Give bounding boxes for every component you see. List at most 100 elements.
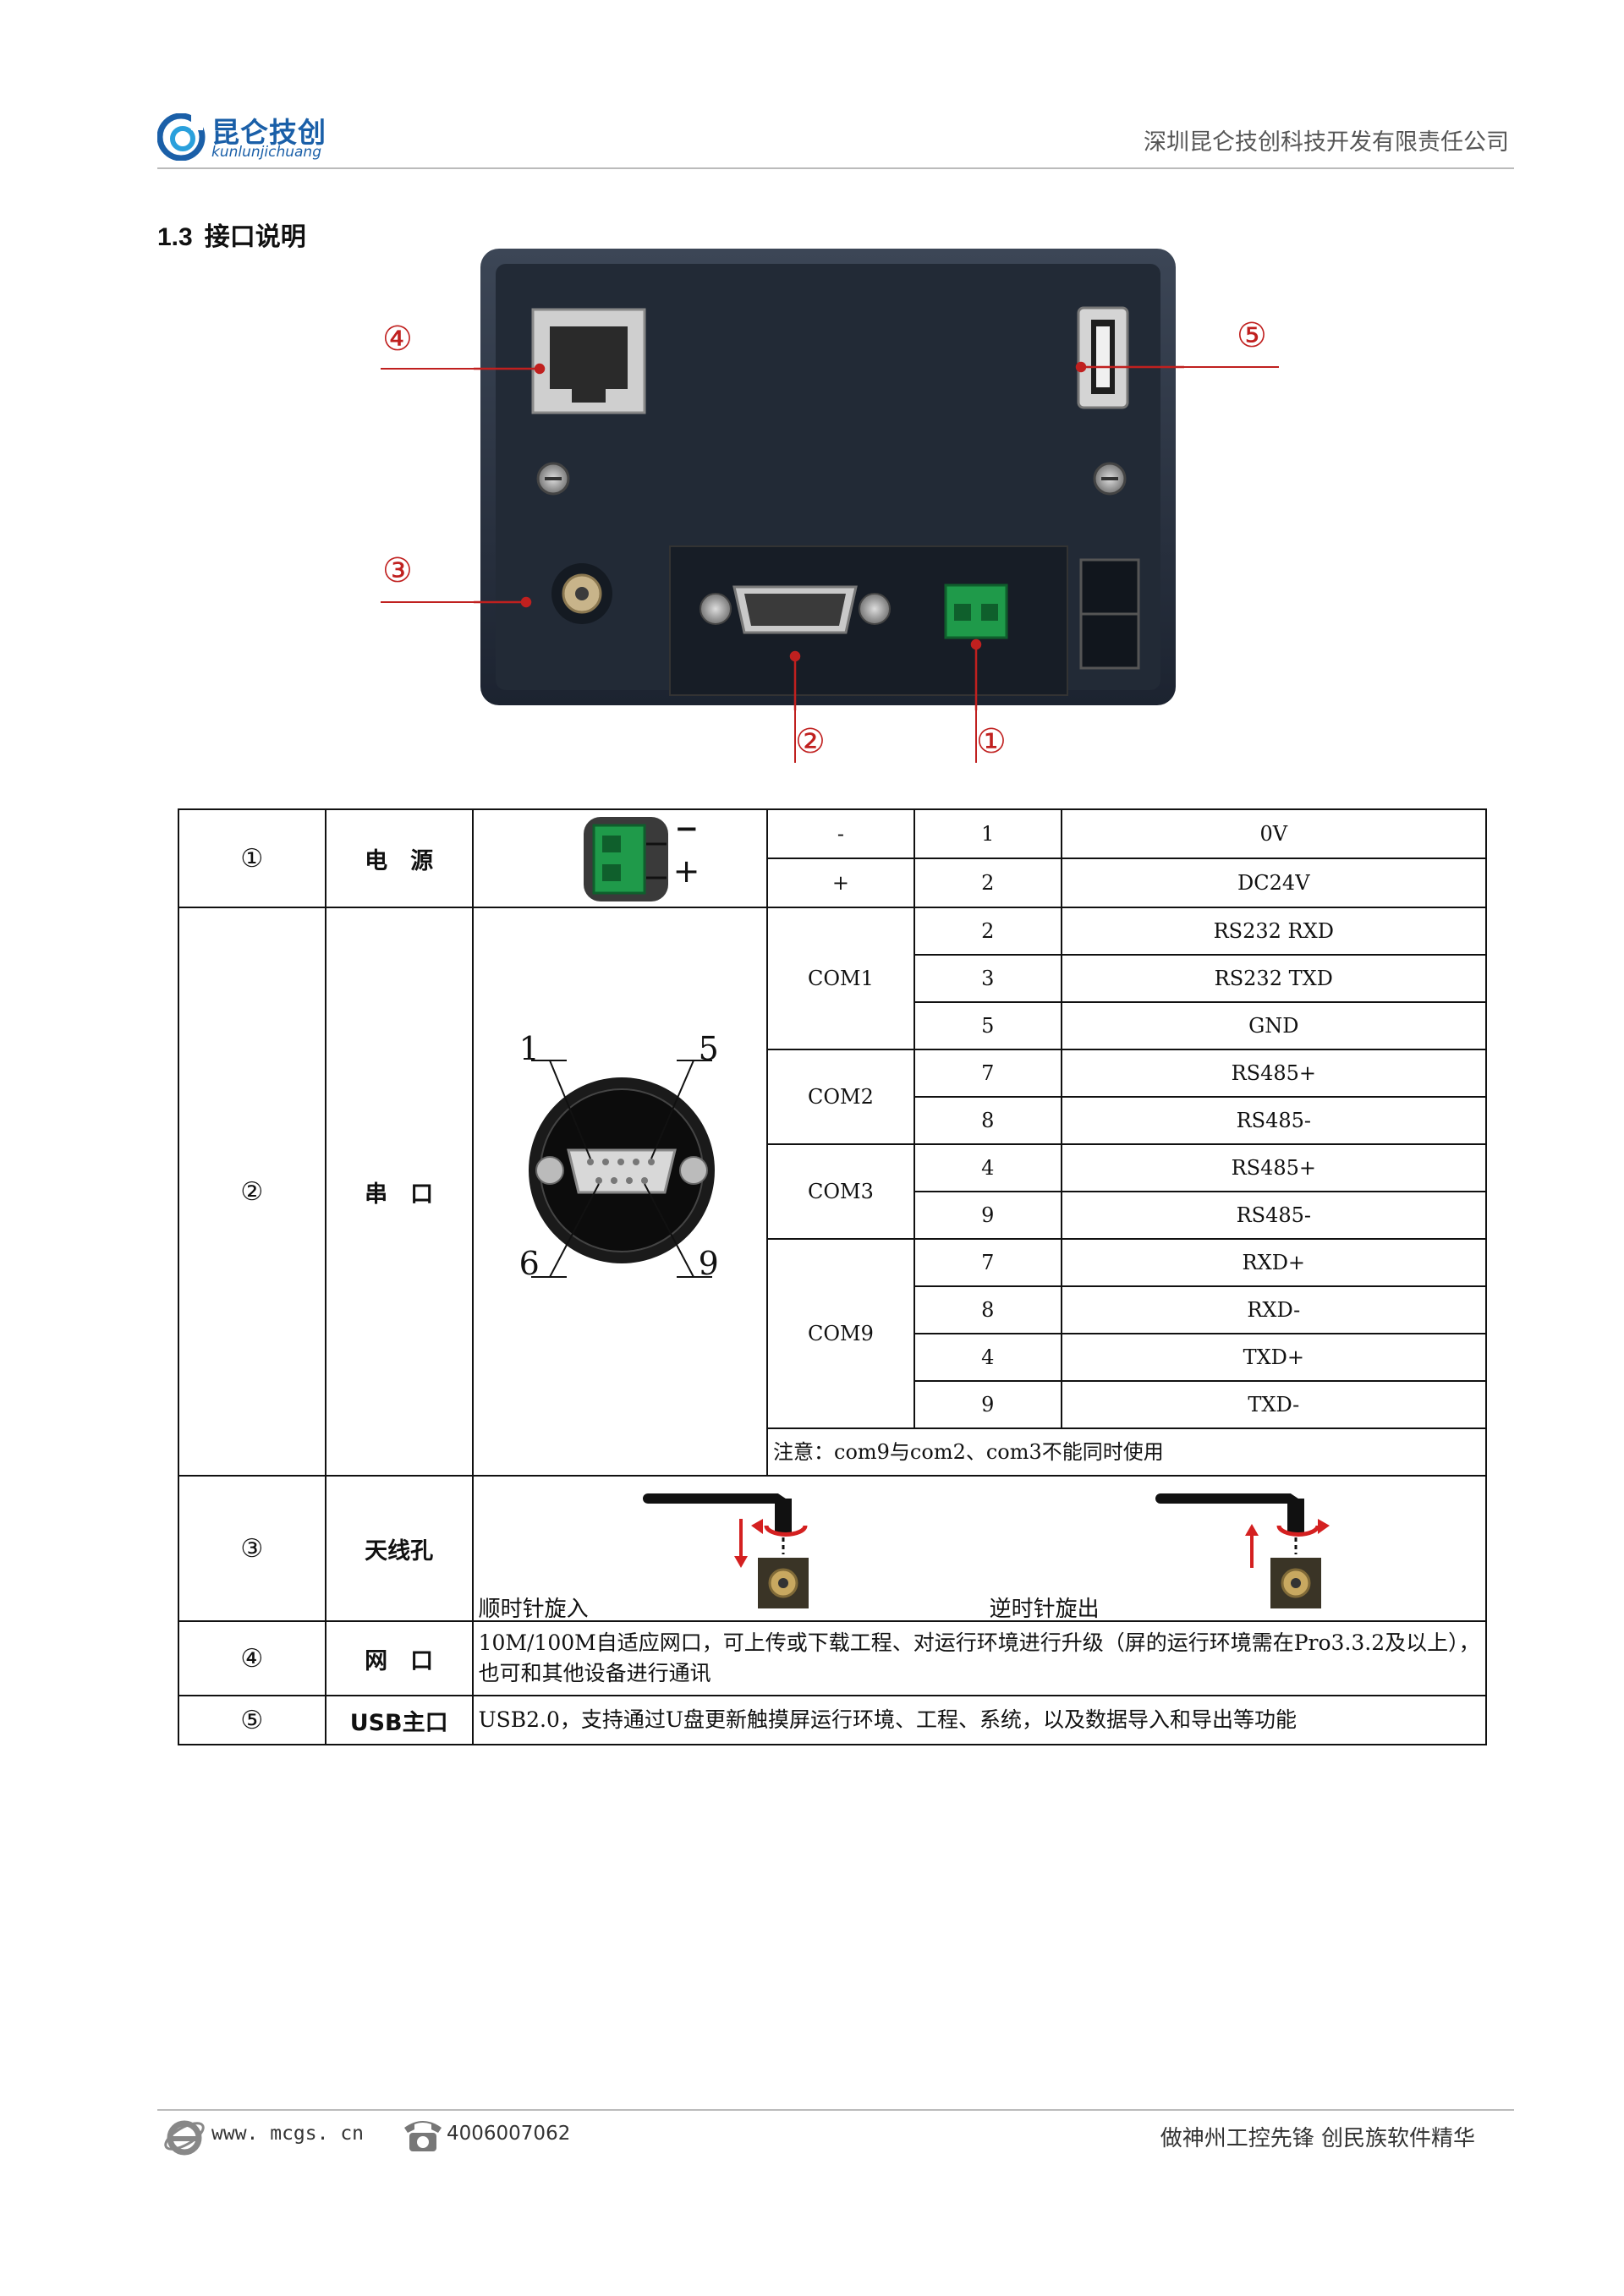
antenna-remove-caption: 逆时针旋出 [989, 1597, 1100, 1622]
com1-pin: 2 [913, 907, 1062, 956]
com9-signal: TXD- [1060, 1380, 1488, 1429]
com9-label: COM9 [766, 1238, 915, 1429]
company-name: 深圳昆仑技创科技开发有限责任公司 [1144, 129, 1509, 156]
usb-label: USB主口 [324, 1695, 474, 1745]
serial-row: ② 串 口 1 5 6 [178, 907, 1488, 1477]
power-row-1: ① 电 源 − + - 1 0V [178, 808, 1488, 908]
serial-row: COM9 7 RXD+ [178, 1238, 1488, 1429]
com1-signal: RS232 RXD [1060, 907, 1488, 956]
callout-line-1 [975, 710, 977, 763]
power-row-2: + 2 DC24V [178, 858, 1488, 908]
antenna-illustration-cell: 顺时针旋入 逆时针旋出 [471, 1475, 1488, 1622]
antenna-row: ③ 天线孔 [178, 1475, 1488, 1622]
com1-signal: GND [1060, 1001, 1488, 1050]
callout-line-5 [1184, 366, 1279, 368]
ie-browser-icon [164, 2120, 205, 2156]
serial-row: 9 TXD- [178, 1380, 1488, 1429]
power-pin-1: 1 [913, 808, 1062, 859]
antenna-label: 天线孔 [324, 1475, 474, 1622]
com3-signal: RS485- [1060, 1191, 1488, 1240]
callout-line-3 [381, 601, 474, 603]
com9-pin: 4 [913, 1333, 1062, 1382]
com2-label: COM2 [766, 1049, 915, 1145]
section-heading: 接口说明 [204, 222, 306, 252]
com1-label: COM1 [766, 907, 915, 1050]
serial-row: 9 RS485- [178, 1191, 1488, 1240]
com9-signal: RXD- [1060, 1285, 1488, 1334]
com3-pin: 9 [913, 1191, 1062, 1240]
antenna-install-icon [642, 1493, 809, 1608]
pin-label-5: 5 [698, 1030, 719, 1067]
antenna-index: ③ [178, 1475, 326, 1622]
com2-pin: 8 [913, 1096, 1062, 1145]
footer-slogan: 做神州工控先锋 创民族软件精华 [1160, 2126, 1475, 2151]
footer-phone: 4006007062 [447, 2123, 571, 2145]
section-number: 1.3 [157, 223, 193, 251]
network-desc: 10M/100M自适应网口，可上传或下载工程、对运行环境进行升级（屏的运行环境需… [471, 1620, 1488, 1696]
section-title: 1.3 接口说明 [157, 216, 306, 253]
com2-signal: RS485+ [1060, 1049, 1488, 1098]
callout-line-4 [381, 368, 474, 370]
com2-signal: RS485- [1060, 1096, 1488, 1145]
logo-text-en: kunlunjichuang [211, 144, 321, 161]
db9-port-icon [700, 585, 891, 634]
serial-note-row: 注意：com9与com2、com3不能同时使用 [178, 1427, 1487, 1477]
footer-divider [157, 2109, 1514, 2111]
serial-row: 8 RS485- [178, 1096, 1488, 1145]
logo-text-cn: 昆仑技创 [211, 116, 326, 149]
pin-label-1: 1 [518, 1030, 540, 1067]
serial-row: 4 TXD+ [178, 1333, 1488, 1382]
antenna-install-caption: 顺时针旋入 [478, 1597, 589, 1622]
network-row: ④ 网 口 10M/100M自适应网口，可上传或下载工程、对运行环境进行升级（屏… [178, 1620, 1488, 1696]
usb-index: ⑤ [178, 1695, 326, 1745]
usb-port-icon [1077, 306, 1129, 409]
serial-row: COM3 4 RS485+ [178, 1143, 1488, 1240]
com2-pin: 7 [913, 1049, 1062, 1098]
com1-signal: RS232 TXD [1060, 954, 1488, 1003]
header-divider [157, 167, 1514, 169]
power-signal-dc24v: DC24V [1060, 858, 1488, 908]
com3-label: COM3 [766, 1143, 915, 1240]
com1-pin: 5 [913, 1001, 1062, 1050]
minus-mark: − [674, 812, 700, 846]
footer-website[interactable]: www. mcgs. cn [211, 2123, 365, 2145]
serial-label: 串 口 [324, 907, 474, 1477]
device-back-panel-image [474, 249, 1184, 710]
power-label: 电 源 [324, 808, 474, 908]
com9-pin: 7 [913, 1238, 1062, 1287]
power-terminal-icon [944, 584, 1008, 639]
com9-signal: RXD+ [1060, 1238, 1488, 1287]
com9-signal: TXD+ [1060, 1333, 1488, 1382]
callout-5: ⑤ [1237, 316, 1267, 355]
plus-mark: + [672, 852, 700, 890]
antenna-remove-icon [1155, 1493, 1330, 1608]
serial-row: 8 RXD- [178, 1285, 1488, 1334]
callout-4: ④ [382, 320, 413, 359]
serial-note: 注意：com9与com2、com3不能同时使用 [766, 1427, 1487, 1477]
power-index: ① [178, 808, 326, 908]
network-index: ④ [178, 1620, 326, 1696]
pin-label-9: 9 [698, 1245, 719, 1282]
callout-line-2 [794, 710, 796, 763]
power-signal-0v: 0V [1060, 808, 1488, 859]
serial-index: ② [178, 907, 326, 1477]
db9-pinout-cell: 1 5 6 9 [471, 907, 769, 1477]
usb-desc: USB2.0，支持通过U盘更新触摸屏运行环境、工程、系统，以及数据导入和导出等功… [471, 1695, 1488, 1745]
serial-row: 3 RS232 TXD [178, 954, 1488, 1003]
callout-1: ① [976, 722, 1007, 761]
serial-row: COM2 7 RS485+ [178, 1049, 1488, 1145]
network-label: 网 口 [324, 1620, 474, 1696]
com9-pin: 9 [913, 1380, 1062, 1429]
com3-signal: RS485+ [1060, 1143, 1488, 1192]
antenna-port-icon [551, 563, 612, 624]
serial-row: 5 GND [178, 1001, 1488, 1050]
com3-pin: 4 [913, 1143, 1062, 1192]
power-sign-plus: + [766, 858, 915, 908]
callout-2: ② [795, 722, 826, 761]
rj45-port-icon [531, 308, 646, 414]
power-connector-cell: − + [471, 808, 769, 908]
pin-label-6: 6 [518, 1245, 540, 1282]
com1-pin: 3 [913, 954, 1062, 1003]
company-logo-mark [157, 113, 206, 161]
power-pin-2: 2 [913, 858, 1062, 908]
